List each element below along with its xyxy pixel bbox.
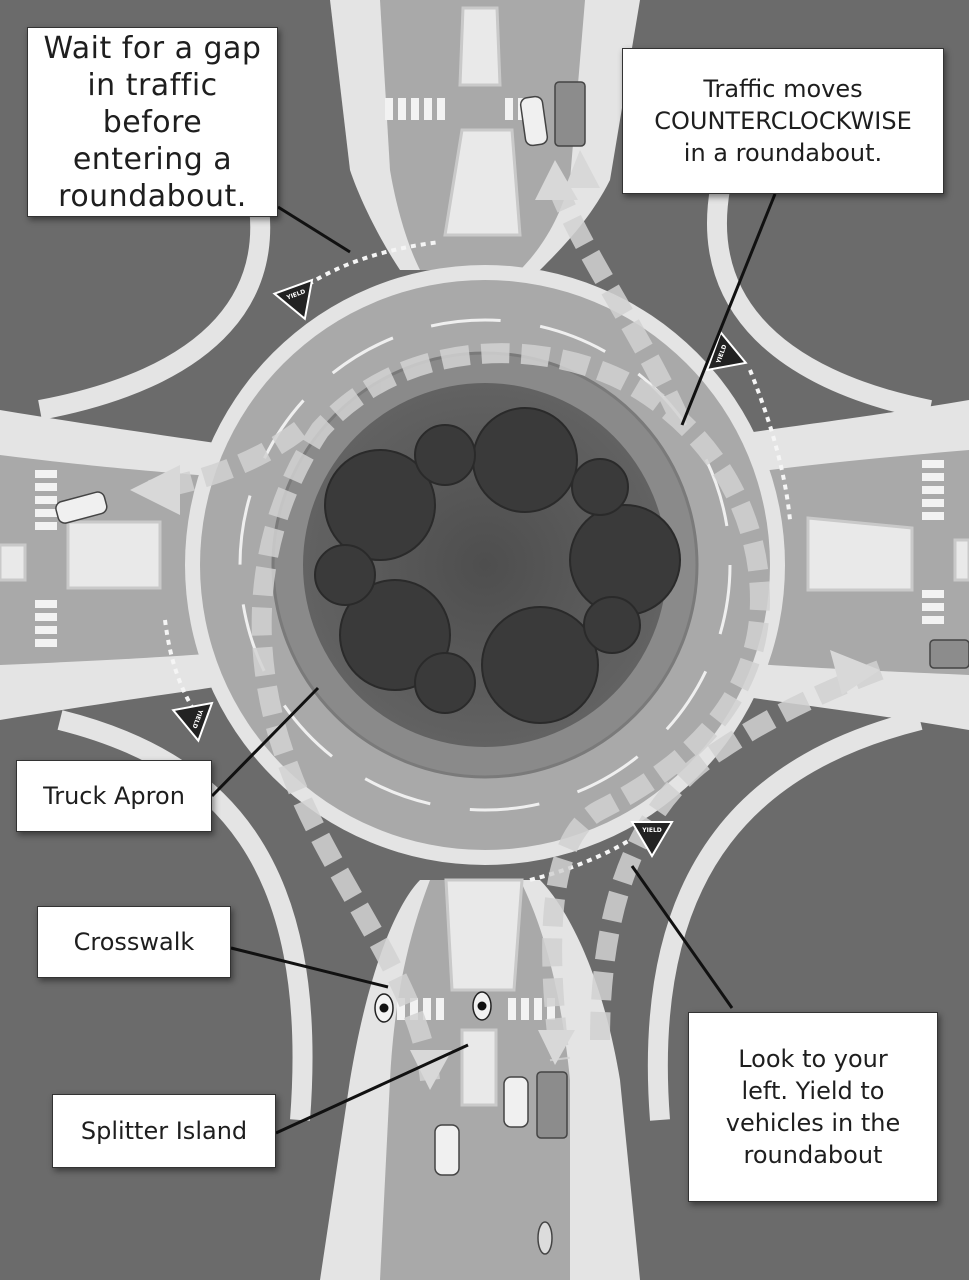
pedestrian-2 xyxy=(472,991,492,1021)
callout-look-line-1: Look to your xyxy=(738,1045,888,1073)
callout-counterclockwise: Traffic moves COUNTERCLOCKWISE in a roun… xyxy=(622,48,944,194)
callout-wait-line-3: before xyxy=(102,104,203,140)
callout-wait-line-1: Wait for a gap xyxy=(43,30,262,66)
callout-ccw-line-2: COUNTERCLOCKWISE xyxy=(654,107,912,135)
callout-ccw-line-1: Traffic moves xyxy=(703,75,863,103)
car-north-white xyxy=(519,95,549,147)
callout-ccw-line-3: in a roundabout. xyxy=(683,139,883,167)
leader-splitter-island xyxy=(275,1043,469,1135)
car-south-1 xyxy=(503,1076,529,1128)
leader-lines xyxy=(210,193,777,1135)
leader-look-left xyxy=(630,865,734,1009)
pedestrians xyxy=(374,991,492,1023)
leader-truck-apron xyxy=(210,686,320,798)
callout-truck-apron: Truck Apron xyxy=(16,760,212,832)
callout-splitter-island: Splitter Island xyxy=(52,1094,276,1168)
yield-lines xyxy=(163,240,792,882)
leader-crosswalk xyxy=(230,946,389,989)
callout-wait-for-gap: Wait for a gap in traffic before enterin… xyxy=(27,27,278,217)
truck-east xyxy=(929,639,969,669)
callout-crosswalk-label: Crosswalk xyxy=(73,928,195,956)
callout-wait-line-4: entering a xyxy=(72,141,233,177)
leader-wait-gap xyxy=(277,205,351,254)
car-south-2 xyxy=(434,1124,460,1176)
callout-look-line-2: left. Yield to xyxy=(741,1077,885,1105)
yield-sign-east: YIELD xyxy=(705,330,748,372)
shrubs xyxy=(314,407,681,724)
splitter-islands xyxy=(0,6,969,1107)
callout-wait-line-2: in traffic xyxy=(87,67,218,103)
yield-sign-south: YIELD xyxy=(630,821,674,858)
callout-look-line-3: vehicles in the xyxy=(725,1109,901,1137)
traffic-arrow-north-exit xyxy=(545,176,690,425)
traffic-arrow-path xyxy=(251,343,771,1082)
yield-sign-north: YIELD xyxy=(272,278,314,321)
crosswalk-west xyxy=(35,470,57,647)
callout-crosswalk: Crosswalk xyxy=(37,906,231,978)
yield-sign-west: YIELD xyxy=(171,701,214,743)
yield-signs: YIELD YIELD YIELD YIELD xyxy=(171,278,748,858)
traffic-arrow-right-turn xyxy=(590,660,884,1041)
crosswalks xyxy=(35,98,944,1020)
pedestrian-1 xyxy=(374,993,394,1023)
car-west xyxy=(55,491,108,524)
truck-north xyxy=(554,81,586,147)
callout-look-left: Look to your left. Yield to vehicles in … xyxy=(688,1012,938,1202)
callout-wait-line-5: roundabout. xyxy=(58,178,247,214)
lane-line xyxy=(238,318,732,812)
callout-truck-apron-label: Truck Apron xyxy=(43,782,185,810)
leader-counterclockwise xyxy=(680,193,777,426)
vehicles xyxy=(55,81,969,1255)
svg-text:YIELD: YIELD xyxy=(641,827,661,834)
crosswalk-east xyxy=(922,460,944,624)
motorcycle xyxy=(537,1221,553,1255)
callout-splitter-island-label: Splitter Island xyxy=(80,1117,248,1145)
truck-south xyxy=(536,1071,568,1139)
arrow-heads xyxy=(130,150,880,1090)
crosswalk-south xyxy=(397,998,555,1020)
callout-look-line-4: roundabout xyxy=(743,1141,883,1169)
